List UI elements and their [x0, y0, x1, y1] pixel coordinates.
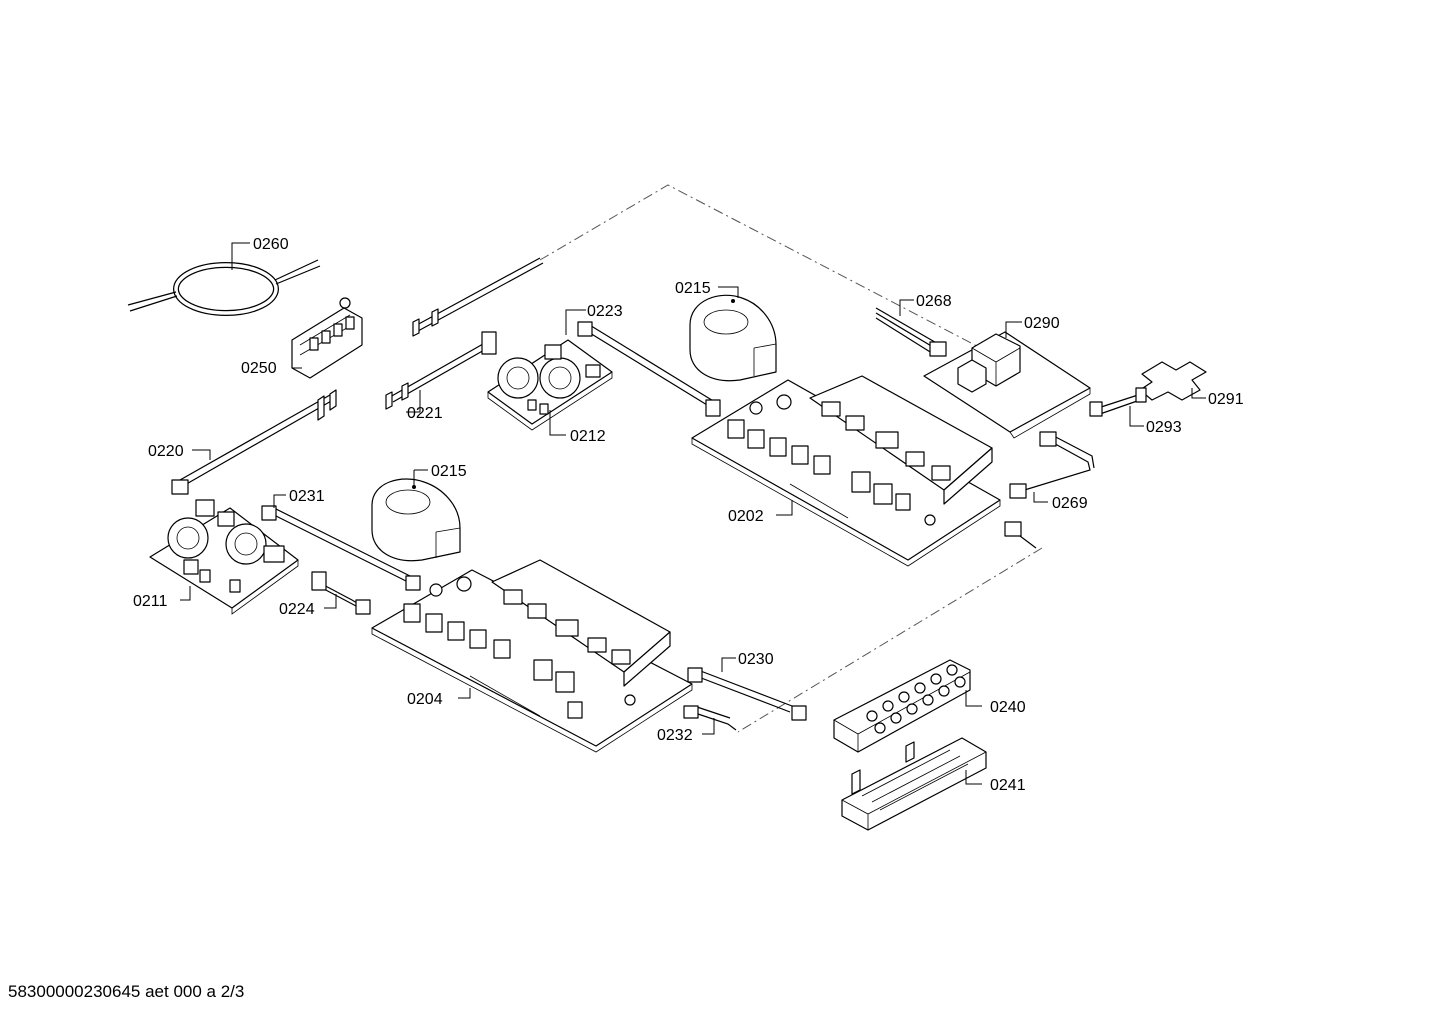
svg-text:0232: 0232	[657, 727, 693, 744]
callout-0290: 0290	[1005, 315, 1060, 338]
part-0204-power-board[interactable]	[371, 559, 693, 753]
svg-text:0290: 0290	[1024, 315, 1060, 332]
svg-text:0221: 0221	[407, 405, 443, 422]
callout-0224: 0224	[279, 594, 337, 618]
svg-text:0211: 0211	[133, 593, 168, 610]
part-0250-terminal-block[interactable]	[291, 297, 363, 379]
part-0241-holder[interactable]	[841, 737, 987, 831]
part-0293-cable[interactable]	[1089, 387, 1147, 417]
svg-text:0212: 0212	[570, 428, 606, 445]
part-0212-filter-board[interactable]	[487, 339, 613, 431]
callout-0231: 0231	[273, 488, 325, 508]
callout-0211: 0211	[133, 586, 191, 610]
callout-0230: 0230	[721, 651, 774, 672]
part-0260-mains-cable[interactable]	[127, 259, 321, 316]
svg-text:0215: 0215	[675, 280, 711, 297]
callout-0202: 0202	[728, 500, 793, 525]
svg-text:0202: 0202	[728, 508, 764, 525]
svg-text:0268: 0268	[916, 293, 952, 310]
part-0220-cable[interactable]	[171, 389, 337, 495]
part-0291-plate[interactable]	[1139, 361, 1207, 401]
part-0268-cable[interactable]	[875, 307, 947, 357]
part-0211-filter-board[interactable]	[149, 499, 299, 615]
part-0224-cable[interactable]	[311, 571, 371, 615]
part-cable-connector[interactable]	[1004, 521, 1037, 549]
assembly-boundary-line	[539, 184, 1043, 733]
svg-text:0260: 0260	[253, 236, 289, 253]
callout-0241: 0241	[965, 770, 1026, 794]
callout-0260: 0260	[231, 236, 289, 270]
part-upper-cable[interactable]	[412, 257, 544, 337]
part-0215-fan-lower[interactable]	[371, 478, 461, 562]
callout-0204: 0204	[407, 688, 471, 708]
svg-text:0240: 0240	[990, 699, 1026, 716]
document-footer: 58300000230645 aet 000 a 2/3	[8, 982, 245, 1001]
svg-text:0293: 0293	[1146, 419, 1182, 436]
callout-0250: 0250	[241, 360, 302, 377]
part-0269-cable[interactable]	[1009, 431, 1095, 499]
part-0290-psu-board[interactable]	[923, 331, 1091, 439]
part-0215-fan-upper[interactable]	[689, 294, 777, 382]
svg-text:0269: 0269	[1052, 495, 1088, 512]
callout-0215-lower: 0215	[413, 463, 467, 486]
svg-text:0220: 0220	[148, 443, 184, 460]
callout-0223: 0223	[565, 303, 623, 335]
svg-text:0291: 0291	[1208, 391, 1244, 408]
part-0223-cable[interactable]	[577, 321, 721, 417]
svg-text:0250: 0250	[241, 360, 277, 377]
part-0231-cable[interactable]	[261, 505, 421, 591]
callout-0268: 0268	[899, 293, 952, 316]
svg-text:0224: 0224	[279, 601, 315, 618]
callout-0215-upper: 0215	[675, 280, 739, 298]
part-0230-cable[interactable]	[687, 667, 807, 721]
part-0232-cable[interactable]	[683, 705, 737, 731]
svg-text:0230: 0230	[738, 651, 774, 668]
callout-0240: 0240	[965, 690, 1026, 716]
callout-0220: 0220	[148, 443, 211, 460]
callout-0212: 0212	[549, 410, 606, 445]
svg-text:0223: 0223	[587, 303, 623, 320]
part-0202-power-board[interactable]	[691, 375, 1001, 567]
callout-0291: 0291	[1191, 388, 1244, 408]
callout-0232: 0232	[657, 718, 715, 744]
callout-0269: 0269	[1033, 492, 1088, 512]
svg-text:0204: 0204	[407, 691, 443, 708]
svg-text:0241: 0241	[990, 777, 1026, 794]
callout-0293: 0293	[1129, 406, 1182, 436]
callout-0221: 0221	[406, 390, 443, 422]
svg-text:0231: 0231	[289, 488, 325, 505]
part-0221-cable[interactable]	[385, 331, 497, 410]
svg-text:0215: 0215	[431, 463, 467, 480]
part-0240-control-board[interactable]	[833, 659, 971, 753]
